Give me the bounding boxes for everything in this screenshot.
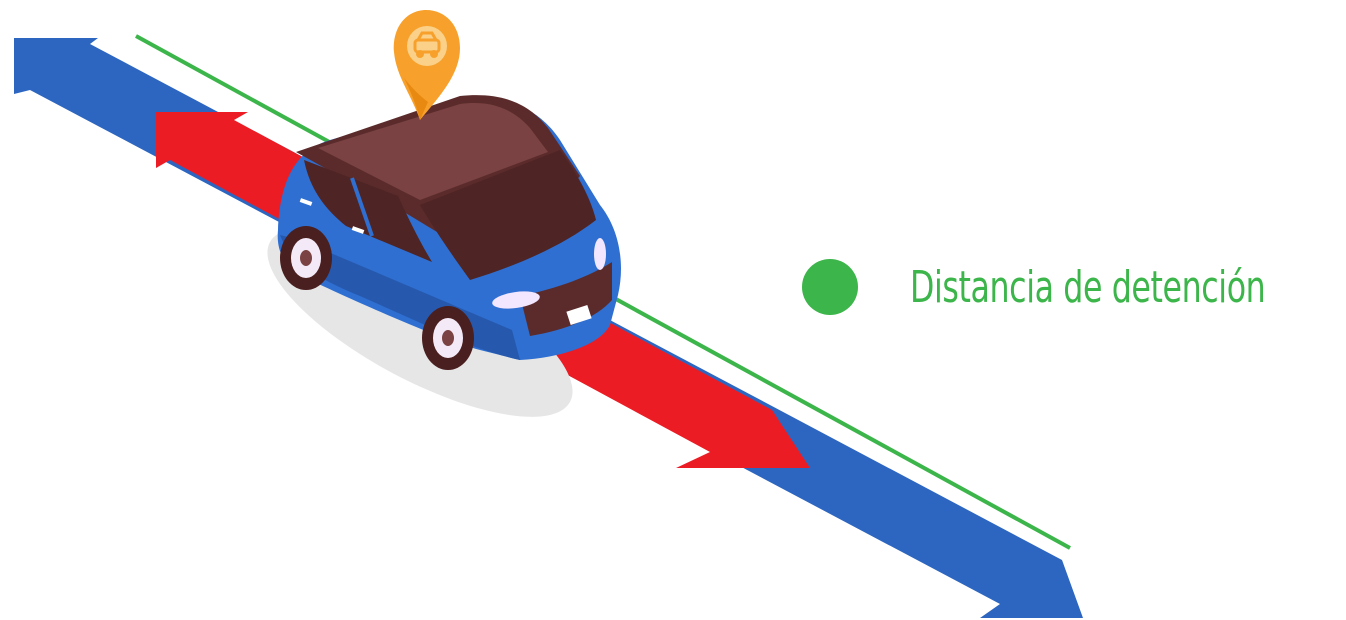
legend-label: Distancia de detención bbox=[910, 262, 1265, 313]
legend: Distancia de detención bbox=[802, 257, 1346, 317]
legend-dot bbox=[802, 259, 858, 315]
rear-wheel bbox=[280, 226, 332, 290]
front-wheel bbox=[422, 306, 474, 370]
